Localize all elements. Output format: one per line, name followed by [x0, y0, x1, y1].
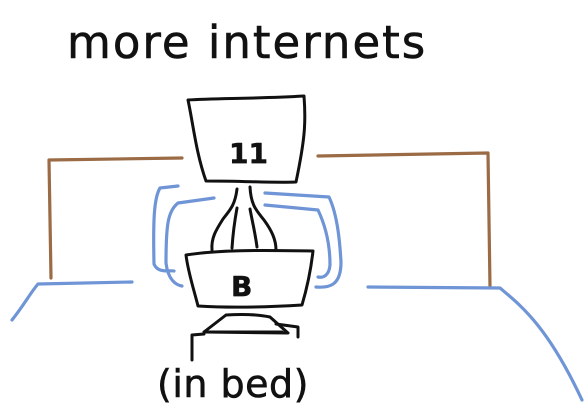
- laptop-mark: B: [231, 270, 252, 303]
- caption-text: (in bed): [157, 362, 309, 406]
- monitor-icon: 11: [186, 94, 307, 184]
- person-inner-left-leg: [230, 206, 239, 250]
- laptop-screen: [184, 248, 315, 309]
- laptop-base: [202, 312, 290, 335]
- bed-icon: [10, 151, 584, 402]
- left-hand-cable: [190, 332, 206, 362]
- blanket-left-inner: [164, 196, 216, 288]
- blanket-right-inner: [263, 203, 332, 279]
- blanket-right-outer: [263, 191, 343, 289]
- bed-frame-left: [47, 156, 184, 280]
- person-left-leg: [210, 187, 239, 252]
- person-inner-right-leg: [248, 207, 259, 249]
- person-right-leg: [248, 185, 278, 252]
- laptop-icon: B: [184, 248, 315, 335]
- title-text: more internets: [67, 16, 427, 69]
- sheet-left: [10, 280, 134, 322]
- hands-icon: [190, 322, 300, 362]
- bed-frame-right: [316, 151, 492, 289]
- person-icon: [210, 185, 278, 252]
- right-hand-cable: [274, 322, 300, 339]
- monitor-mark: 11: [229, 137, 268, 170]
- monitor-outline: [186, 94, 307, 184]
- sheet-right: [366, 285, 584, 402]
